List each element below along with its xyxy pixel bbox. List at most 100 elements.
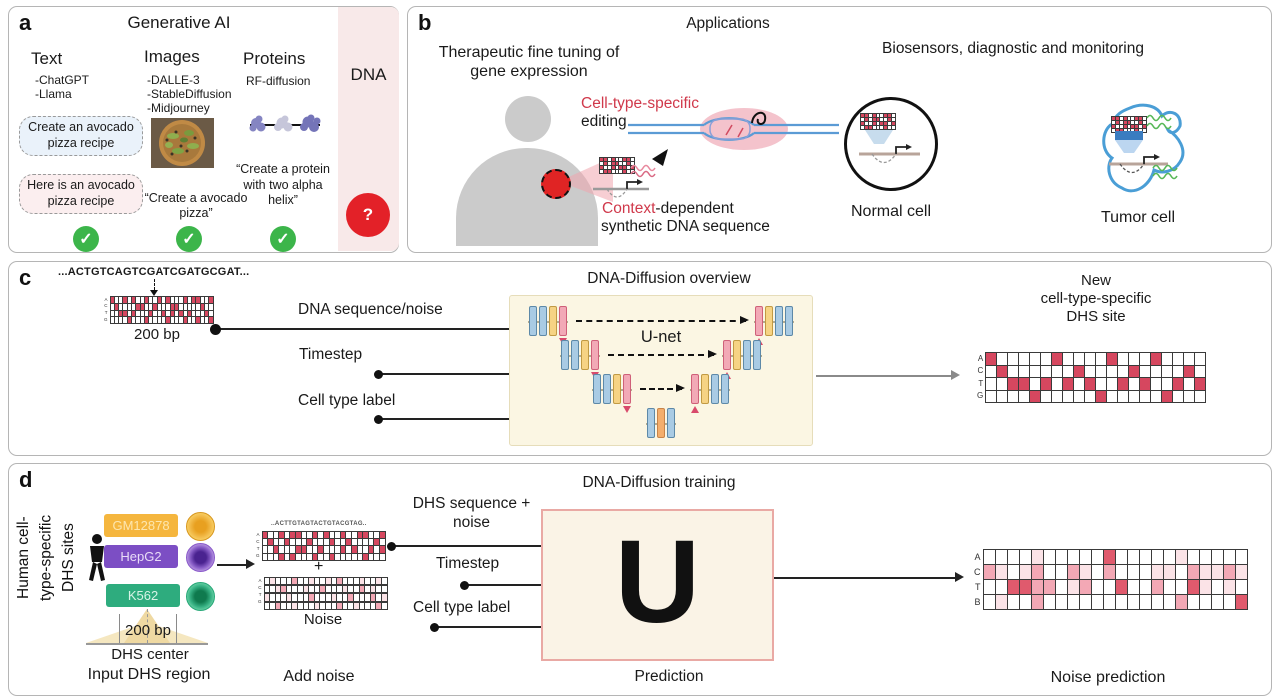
- grid-cell: [157, 297, 162, 303]
- grid-cell: [301, 539, 307, 546]
- grid-cell: [275, 594, 281, 601]
- grid-cell: [296, 553, 301, 560]
- grid-cell: [1151, 390, 1162, 402]
- grid-cell: [1074, 353, 1085, 365]
- grid-cell: [995, 595, 1007, 609]
- grid-cell: [876, 121, 880, 125]
- grid-cell: [374, 553, 379, 560]
- grid-cell: [286, 594, 292, 601]
- grid-cell: [997, 353, 1008, 365]
- grid-cell: [1151, 353, 1162, 365]
- grid-cell: [162, 317, 166, 324]
- grid-cell: [354, 586, 359, 593]
- pizza-image: [151, 118, 214, 173]
- grid-cell: [301, 546, 307, 553]
- grid-cell: [1115, 124, 1119, 128]
- input-label-dhs-sequence: DHS sequence + noise: [412, 495, 531, 531]
- dna-sequence-noise-line: [210, 323, 511, 335]
- grid-cell: [162, 297, 166, 303]
- grid-cell: [1115, 128, 1119, 132]
- grid-cell: [1163, 595, 1175, 609]
- grid-cell: [995, 550, 1007, 564]
- grid-cell: [1019, 378, 1030, 390]
- unet-level: [528, 306, 794, 345]
- unet-box: U-net: [509, 295, 813, 446]
- grid-cell: [187, 310, 192, 317]
- grid-cell: [379, 532, 385, 539]
- grid-cell: [337, 578, 342, 585]
- grid-cell: [359, 594, 365, 601]
- grid-cell: [379, 539, 385, 546]
- grid-cell: [192, 303, 196, 310]
- grid-cell: [324, 539, 329, 546]
- grid-cell: [357, 532, 363, 539]
- grid-cell: [1063, 378, 1074, 390]
- grid-row: [110, 297, 213, 303]
- grid-cell: [1079, 595, 1091, 609]
- grid-cell: [136, 303, 140, 310]
- grid-cell: [209, 310, 213, 317]
- grid-cell: [1008, 353, 1019, 365]
- grid-cell: [864, 114, 868, 117]
- panel-b: b Applications Therapeutic fine tuning o…: [407, 6, 1272, 253]
- grid-cell: [1115, 120, 1119, 124]
- grid-cell: [1151, 365, 1162, 377]
- grid-cell: [1163, 580, 1175, 594]
- skip-connection-arrow: [640, 384, 685, 392]
- grid-cell: [1043, 595, 1055, 609]
- grid-cell: [149, 297, 153, 303]
- grid-row: [1112, 120, 1147, 124]
- grid-cell: [1199, 580, 1211, 594]
- grid-cell: [298, 594, 303, 601]
- bp-label: 200 bp: [134, 326, 180, 343]
- grid-cell: [1041, 390, 1052, 402]
- grid-cell: [335, 539, 340, 546]
- rna-squiggle-icon: [630, 163, 656, 184]
- grid-row: [1112, 124, 1147, 128]
- grid-cell: [868, 117, 872, 121]
- grid-cell: [1175, 565, 1187, 579]
- grid-cell: [342, 578, 348, 585]
- grid-cell: [1175, 580, 1187, 594]
- grid-cell: [290, 553, 296, 560]
- tumor-cell-sensor-bar: [1115, 131, 1143, 140]
- noise-label: Noise: [303, 611, 343, 628]
- grid-cell: [1091, 595, 1103, 609]
- grid-cell: [376, 602, 381, 609]
- grid-cell: [279, 546, 284, 553]
- grid-row: [264, 602, 387, 609]
- grid-row: [600, 161, 635, 165]
- grid-cell: [331, 586, 337, 593]
- grid-cell: [607, 158, 611, 161]
- unet-bar: [723, 340, 731, 370]
- grid-cell: [340, 546, 346, 553]
- grid-cell: [179, 310, 183, 317]
- grid-row: [983, 595, 1247, 609]
- grid-cell: [379, 553, 385, 560]
- grid-cell: [296, 539, 301, 546]
- grid-cell: [123, 303, 127, 310]
- grid-cell: [279, 532, 284, 539]
- grid-cell: [326, 586, 331, 593]
- grid-cell: [1043, 550, 1055, 564]
- grid-cell: [1139, 565, 1151, 579]
- grid-cell: [298, 602, 303, 609]
- grid-cell: [318, 539, 324, 546]
- grid-cell: [157, 303, 162, 310]
- grid-cell: [600, 161, 603, 165]
- bp-left-tick: [119, 614, 121, 643]
- grid-row: [986, 378, 1206, 390]
- prediction-arrow: [774, 571, 964, 583]
- grid-cell: [1031, 550, 1043, 564]
- dhs-baseline: [86, 643, 208, 645]
- grid-cell: [127, 317, 131, 324]
- grid-cell: [1007, 565, 1019, 579]
- grid-cell: [1007, 550, 1019, 564]
- grid-cell: [884, 121, 888, 125]
- grid-cell: [872, 114, 876, 117]
- grid-cell: [1127, 120, 1131, 124]
- grid-cell: [262, 539, 268, 546]
- grid-cell: [1163, 565, 1175, 579]
- unet-bar: [765, 306, 773, 336]
- grid-row-label: T: [978, 378, 984, 388]
